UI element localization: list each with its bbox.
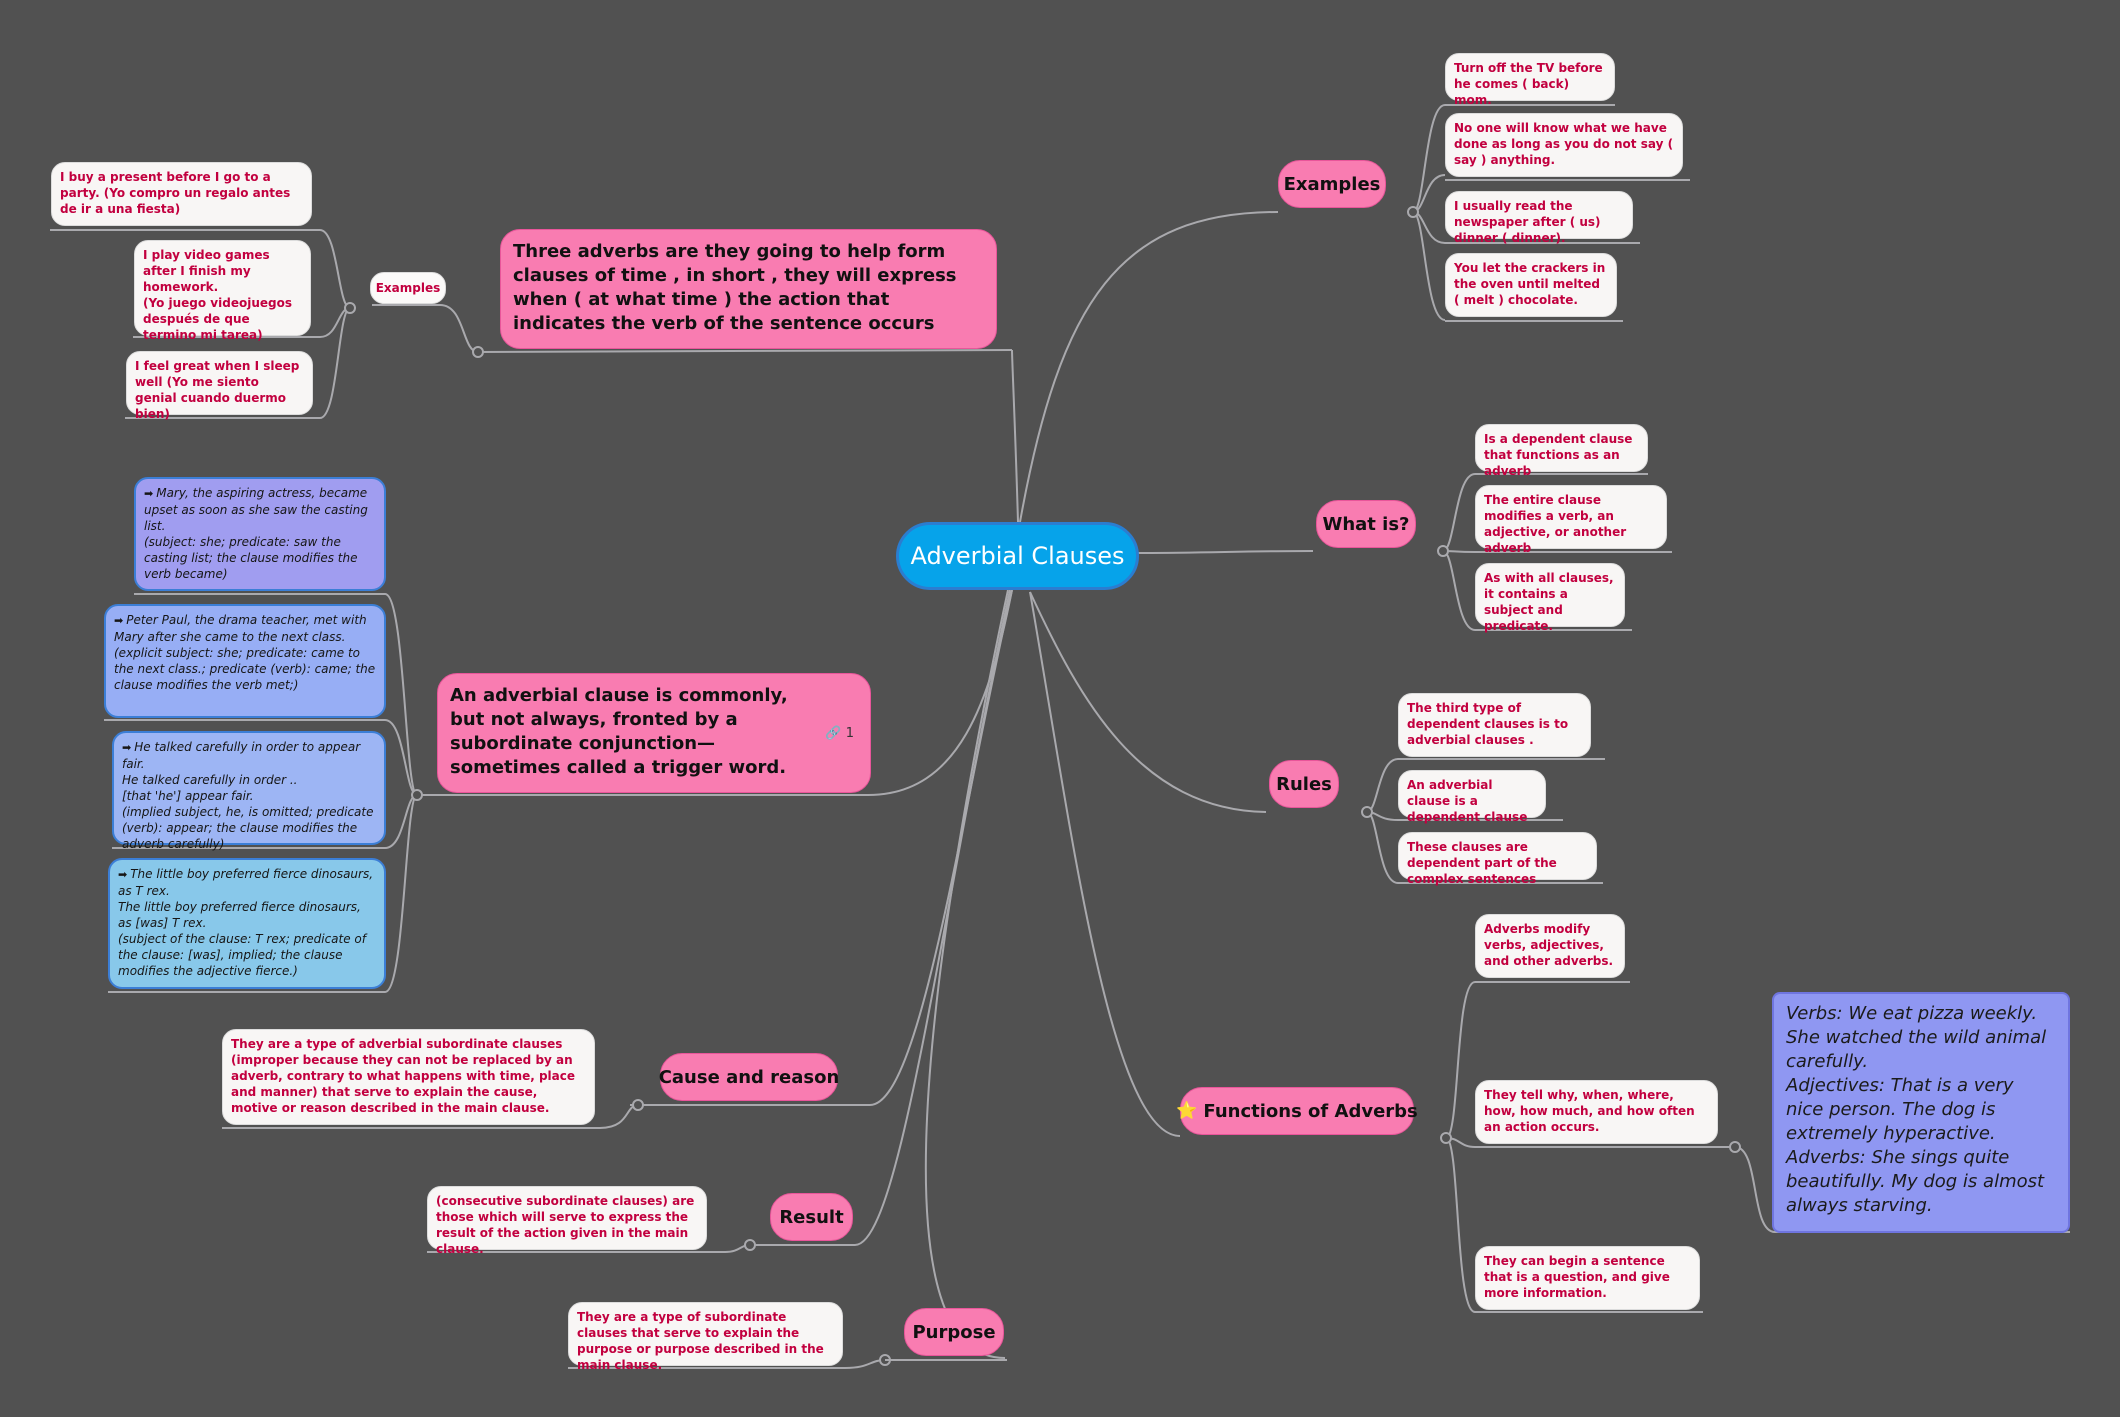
note-talked[interactable]: ➡He talked carefully in order to appear … [112,731,386,851]
cause-node[interactable]: Cause and reason [659,1053,839,1101]
functions-leaf-2[interactable]: They tell why, when, where, how, how muc… [1475,1080,1718,1144]
note-icon: ➡ [122,741,132,754]
note-talked-text: He talked carefully in order to appear f… [122,740,374,851]
note-icon: ➡ [144,487,154,500]
functions-node[interactable]: ⭐Functions of Adverbs [1176,1087,1418,1135]
example-leaf-1[interactable]: Turn off the TV before he comes ( back) … [1445,53,1615,107]
link-count: 1 [845,726,854,741]
what-is-leaf-3[interactable]: As with all clauses, it contains a subje… [1475,563,1625,633]
example-leaf-4[interactable]: You let the crackers in the oven until m… [1445,253,1617,317]
note-peter[interactable]: ➡Peter Paul, the drama teacher, met with… [104,604,386,718]
note-peter-text: Peter Paul, the drama teacher, met with … [114,613,376,692]
link-icon[interactable]: 🔗 1 [825,726,854,741]
three-adverbs-leaf-1[interactable]: I buy a present before I go to a party. … [51,162,312,226]
star-icon: ⭐ [1176,1101,1198,1121]
what-is-node[interactable]: What is? [1316,500,1416,548]
example-leaf-3[interactable]: I usually read the newspaper after ( us)… [1445,191,1633,245]
purpose-node[interactable]: Purpose [904,1308,1004,1356]
rules-leaf-2[interactable]: An adverbial clause is a dependent claus… [1398,770,1546,824]
functions-leaf-1[interactable]: Adverbs modify verbs, adjectives, and ot… [1475,914,1625,978]
rules-node[interactable]: Rules [1269,760,1339,808]
fronted-label: An adverbial clause is commonly, but not… [450,685,788,778]
rules-leaf-3[interactable]: These clauses are dependent part of the … [1398,832,1597,886]
three-adverbs-leaf-3[interactable]: I feel great when I sleep well (Yo me si… [126,351,313,421]
example-leaf-2[interactable]: No one will know what we have done as lo… [1445,113,1683,177]
fronted-node[interactable]: An adverbial clause is commonly, but not… [437,673,871,793]
examples-node[interactable]: Examples [1278,160,1386,208]
root-node[interactable]: Adverbial Clauses [896,522,1139,590]
what-is-leaf-2[interactable]: The entire clause modifies a verb, an ad… [1475,485,1667,555]
note-boy[interactable]: ➡The little boy preferred fierce dinosau… [108,858,386,989]
functions-leaf-3[interactable]: They can begin a sentence that is a ques… [1475,1246,1700,1310]
three-adverbs-node[interactable]: Three adverbs are they going to help for… [500,229,997,349]
result-leaf[interactable]: (consecutive subordinate clauses) are th… [427,1186,707,1256]
rules-leaf-1[interactable]: The third type of dependent clauses is t… [1398,693,1591,757]
functions-examples-note[interactable]: Verbs: We eat pizza weekly. She watched … [1772,992,2070,1233]
examples-tag[interactable]: Examples [370,272,446,304]
note-icon: ➡ [118,868,128,881]
note-boy-text: The little boy preferred fierce dinosaur… [118,867,374,978]
purpose-leaf[interactable]: They are a type of subordinate clauses t… [568,1302,843,1372]
result-node[interactable]: Result [770,1193,853,1241]
what-is-leaf-1[interactable]: Is a dependent clause that functions as … [1475,424,1648,478]
note-icon: ➡ [114,614,124,627]
cause-leaf[interactable]: They are a type of adverbial subordinate… [222,1029,595,1125]
note-mary-text: Mary, the aspiring actress, became upset… [144,486,368,581]
functions-label: Functions of Adverbs [1203,1100,1418,1122]
three-adverbs-leaf-2[interactable]: I play video games after I finish my hom… [134,240,311,342]
note-mary[interactable]: ➡Mary, the aspiring actress, became upse… [134,477,386,591]
